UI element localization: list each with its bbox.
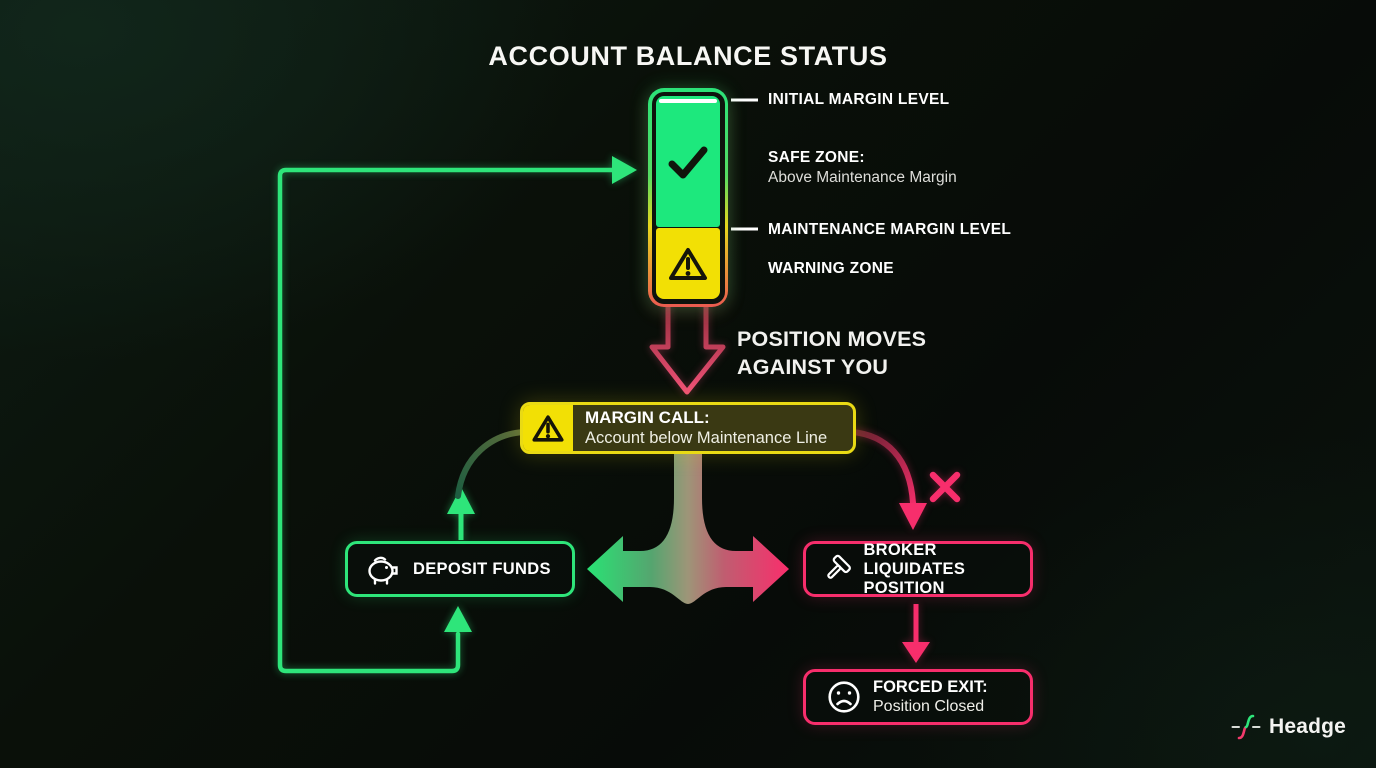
arrowhead-into-gauge	[612, 156, 637, 184]
margin-call-subtitle: Account below Maintenance Line	[585, 429, 828, 447]
piggy-bank-icon	[368, 556, 398, 585]
broker-to-forced-arrow	[902, 604, 930, 663]
safe-zone-title: SAFE ZONE:	[768, 149, 865, 166]
gauge-warning-zone	[656, 228, 720, 299]
arrowhead-into-deposit	[444, 606, 472, 632]
safe-zone-subtitle: Above Maintenance Margin	[768, 168, 957, 186]
brand-logo: Headge	[1231, 712, 1346, 742]
broker-liquidates-box: BROKER LIQUIDATES POSITION	[803, 541, 1033, 597]
x-mark-icon	[929, 471, 961, 503]
hammer-icon	[827, 554, 851, 579]
page-title: ACCOUNT BALANCE STATUS	[488, 41, 888, 71]
margin-call-to-broker-curve	[849, 429, 927, 530]
gauge-inner	[651, 91, 725, 304]
fork-branch-arrow	[587, 454, 789, 604]
initial-margin-label: INITIAL MARGIN LEVEL	[768, 91, 950, 108]
warning-zone-label: WARNING ZONE	[768, 260, 894, 277]
broker-liquidates-label: BROKER LIQUIDATES POSITION	[863, 540, 966, 597]
maintenance-margin-label: MAINTENANCE MARGIN LEVEL	[768, 221, 1012, 238]
forced-exit-text: FORCED EXIT: Position Closed	[873, 677, 988, 717]
position-moves-text: POSITION MOVES AGAINST YOU	[737, 327, 927, 379]
forced-exit-subtitle: Position Closed	[873, 698, 985, 715]
position-drop-arrow	[649, 300, 726, 395]
margin-call-icon-cell	[523, 405, 573, 451]
check-icon	[668, 146, 708, 179]
forced-exit-title: FORCED EXIT:	[873, 678, 988, 696]
safe-zone-label: SAFE ZONE: Above Maintenance Margin	[768, 148, 957, 187]
initial-margin-line	[659, 99, 717, 103]
margin-call-title: MARGIN CALL:	[585, 408, 710, 427]
gauge-safe-zone	[656, 96, 720, 228]
warning-triangle-icon	[532, 414, 564, 442]
deposit-funds-box: DEPOSIT FUNDS	[345, 541, 575, 597]
warning-triangle-icon	[669, 247, 707, 280]
brand-name: Headge	[1269, 715, 1347, 738]
sad-face-icon	[828, 681, 860, 713]
deposit-recovery-arrow	[447, 487, 475, 540]
forced-exit-box: FORCED EXIT: Position Closed	[803, 669, 1033, 725]
account-balance-gauge	[648, 88, 728, 307]
label-connector-lines	[731, 98, 758, 231]
deposit-funds-label: DEPOSIT FUNDS	[413, 559, 551, 578]
wave-logo-icon	[1231, 714, 1261, 740]
margin-call-text: MARGIN CALL: Account below Maintenance L…	[573, 405, 827, 451]
margin-call-box: MARGIN CALL: Account below Maintenance L…	[520, 402, 856, 454]
margin-call-to-deposit-curve	[455, 429, 527, 499]
